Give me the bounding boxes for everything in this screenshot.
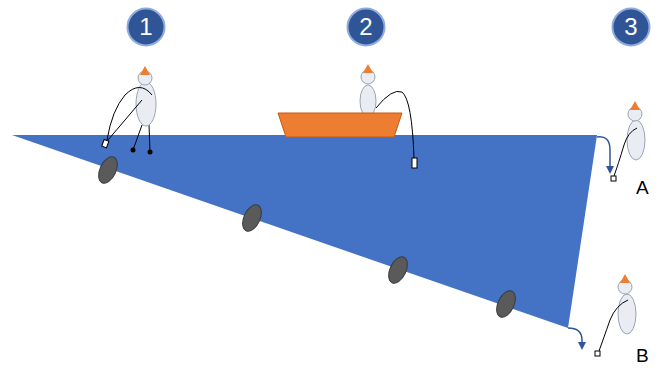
callout-number: 3	[611, 7, 651, 47]
position-label: B	[636, 346, 649, 365]
angler-shore	[102, 66, 156, 155]
angler-a	[597, 101, 645, 181]
water-body	[12, 135, 597, 328]
rocks	[95, 154, 519, 320]
position-label: A	[636, 178, 649, 197]
callout-number: 1	[126, 7, 166, 47]
angler-b	[568, 274, 636, 356]
callout-circle: 1	[126, 7, 166, 47]
boat-angler	[278, 64, 417, 168]
callout-circle: 3	[611, 7, 651, 47]
callout-number: 2	[346, 7, 386, 47]
callout-circle: 2	[346, 7, 386, 47]
